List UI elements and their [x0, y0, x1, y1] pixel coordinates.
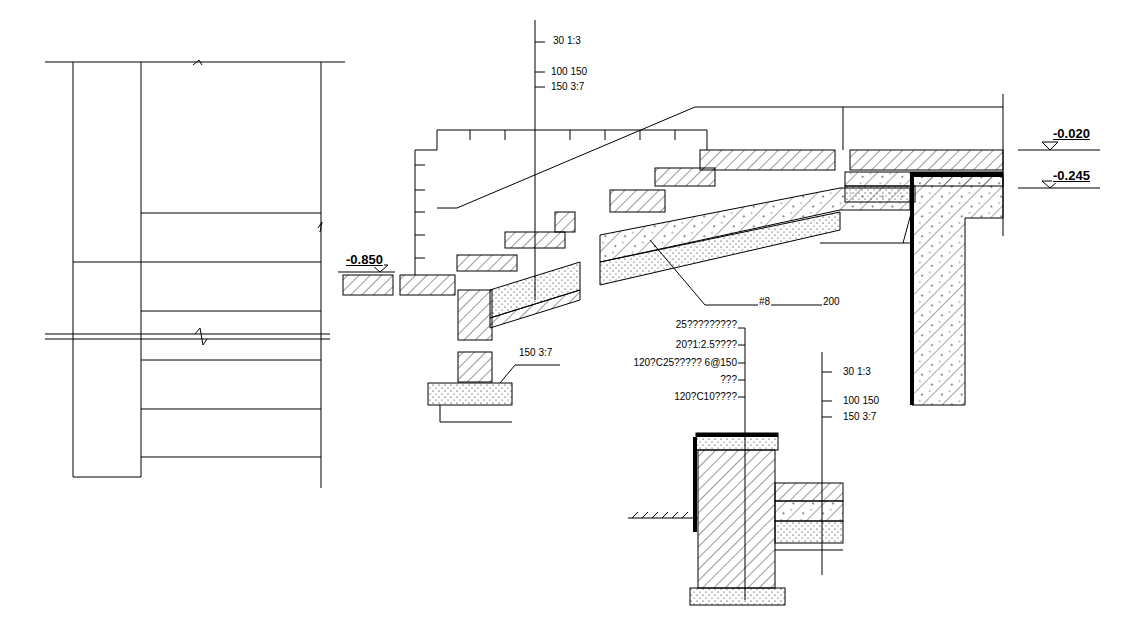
spec-note: 150 3:7 [518, 347, 553, 359]
elevation-mark: -0.245 [1052, 168, 1091, 183]
spec-note: 30 1:3 [842, 366, 872, 378]
spec-note: 100 150 [550, 66, 588, 78]
spec-note: 120?C10???? [673, 391, 738, 403]
spec-note: 100 150 [842, 395, 880, 407]
spec-note: 20?1:2.5???? [675, 339, 738, 351]
spec-note: 200 [822, 296, 841, 308]
spec-note: 150 3:7 [550, 81, 585, 93]
spec-note: ??? [719, 374, 738, 386]
spec-note: 30 1:3 [552, 35, 582, 47]
spec-note: 150 3:7 [842, 411, 877, 423]
spec-note: #8 [758, 296, 771, 308]
elevation-mark: -0.850 [345, 252, 384, 267]
spec-note: 120?C25????? 6@150 [632, 357, 738, 369]
spec-note: 25????????? [675, 319, 738, 331]
elevation-mark: -0.020 [1052, 126, 1091, 141]
